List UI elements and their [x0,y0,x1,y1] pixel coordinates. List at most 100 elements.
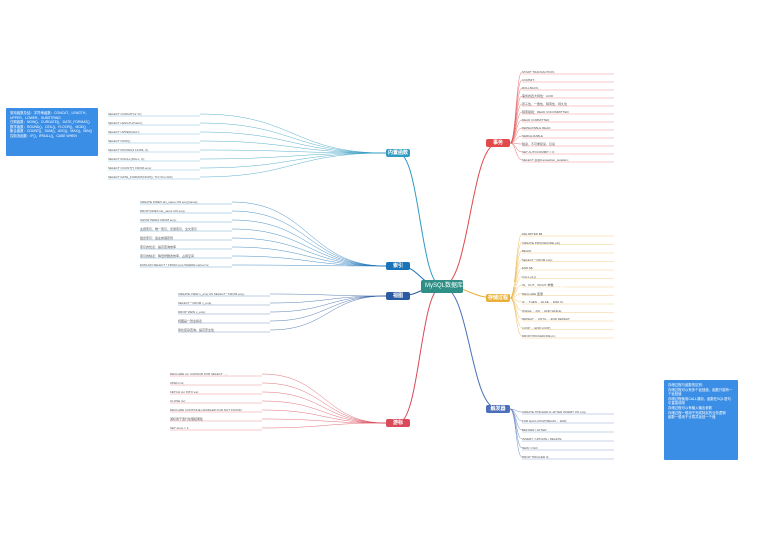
branch-functions[interactable]: 内置函数 [386,149,410,157]
transaction-leaf: SERIALIZABLE [522,134,544,138]
branch-connector [441,286,499,410]
storage-leaf: DECLARE 变量 [522,291,544,296]
storage-leaf: CALL p1(); [522,274,537,279]
leaf-connector [509,127,523,144]
leaf-connector [231,255,387,267]
branch-transaction[interactable]: 事务 [486,139,510,147]
cursor-leaf: DECLARE cur CURSOR FOR SELECT ...; [170,372,227,376]
leaf-connector [509,242,523,299]
cursor-leaf: CLOSE cur; [170,399,187,403]
leaf-connector [509,95,523,144]
info-box-line: 存储过程使用CALL调用，函数在SQL语句中直接调用 [668,396,731,406]
leaf-connector [261,400,387,424]
leaf-connector [231,264,387,267]
view-leaf: CREATE VIEW v_emp AS SELECT * FROM emp; [178,292,245,296]
branch-storage[interactable]: 存储过程 [486,294,510,302]
index-leaf: 索引的优点：提高查询效率 [140,245,177,249]
functions-leaf: SELECT DATE_FORMAT(NOW(), '%Y-%m-%d'); [108,175,174,179]
transaction-leaf: 原子性、一致性、隔离性、持久性 [522,102,568,106]
leaf-connector [231,210,387,267]
leaf-connector [509,119,523,144]
functions-leaf: SELECT IFNULL(NULL, 0); [108,157,145,161]
view-leaf: 简化复杂查询，提高安全性 [178,328,215,332]
info-box-line: 存储过程可以有多个返回值，函数只能有一个返回值 [668,387,733,397]
info-box-line: 数学函数：ROUND()、CEIL()、FLOOR()、MOD() [10,124,86,129]
info-box-line: 存储过程与函数的区别： [668,383,706,387]
info-box-line: 控制流函数：IF()、IFNULL()、CASE WHEN [10,133,77,138]
leaf-connector [231,201,387,267]
leaf-connector [509,135,523,144]
storage-leaf: BEGIN [522,249,532,253]
branch-trigger[interactable]: 触发器 [486,405,510,413]
storage-leaf: WHILE ... DO ... END WHILE; [522,308,562,313]
leaf-connector [269,295,387,304]
storage-leaf: DROP PROCEDURE p1; [522,334,556,338]
index-leaf: 索引的缺点：降低增删改效率，占用空间 [140,254,195,258]
central-topic[interactable]: MySQL数据库：函数、索引、视图、存储、存储过程 [421,280,565,293]
leaf-connector [231,228,387,267]
index-leaf: EXPLAIN SELECT * FROM emp WHERE name='a'… [140,263,210,267]
cursor-leaf: FETCH cur INTO var; [170,390,199,394]
leaf-connector [199,152,387,178]
info-box-line: 日期函数：NOW()、CURDATE()、DATE_FORMAT() [10,120,90,125]
leaf-connector [509,408,523,431]
trigger-leaf: INSERT / UPDATE / DELETE [522,437,562,441]
leaf-connector [509,103,523,144]
leaf-connector [199,131,387,154]
cursor-leaf: DECLARE CONTINUE HANDLER FOR NOT FOUND [170,408,242,412]
storage-leaf: REPEAT ... UNTIL ... END REPEAT; [522,317,571,321]
leaf-connector [269,293,387,297]
functions-leaf: SELECT ROUND(3.14159, 2); [108,148,149,152]
leaf-connector [199,152,387,160]
view-leaf: DROP VIEW v_emp; [178,310,206,314]
transaction-leaf: ROLLBACK; [522,86,539,90]
branch-view[interactable]: 视图 [386,292,410,300]
leaf-connector [261,409,387,424]
info-box-line: 存储过程可以有输入输出参数 [668,405,713,410]
storage-leaf: LOOP ... END LOOP; [522,325,551,330]
cursor-leaf: 游标用于逐行处理结果集 [170,417,204,421]
transaction-leaf: 脏读、不可重复读、幻读 [522,142,556,146]
leaf-connector [199,113,387,154]
leaf-connector [261,373,387,424]
leaf-connector [509,297,523,337]
transaction-leaf: SELECT @@transaction_isolation; [522,158,569,162]
leaf-connector [269,295,387,331]
leaf-connector [199,122,387,154]
leaf-connector [261,422,387,429]
leaf-connector [199,140,387,154]
info-box-right: 存储过程与函数的区别： 存储过程可以有多个返回值，函数只能有一个返回值 存储过程… [664,380,738,460]
leaf-connector [509,408,523,458]
transaction-leaf: COMMIT; [522,78,535,82]
leaf-connector [509,87,523,144]
branch-cursor[interactable]: 游标 [386,419,410,427]
leaf-connector [509,284,523,299]
functions-leaf: SELECT LENGTH('hello'); [108,121,143,125]
leaf-connector [509,250,523,299]
functions-leaf: SELECT UPPER('abc'); [108,130,140,134]
trigger-leaf: FOR EACH ROW BEGIN ... END; [522,419,568,423]
functions-leaf: SELECT CONCAT('a','b'); [108,112,143,116]
leaf-connector [509,297,523,328]
transaction-leaf: READ COMMITTED [522,118,550,122]
leaf-connector [509,267,523,299]
trigger-leaf: CREATE TRIGGER t1 AFTER INSERT ON emp [522,410,586,414]
index-leaf: 主键索引、唯一索引、普通索引、全文索引 [140,227,198,231]
index-leaf: CREATE INDEX idx_name ON emp(name); [140,200,199,204]
leaf-connector [261,391,387,424]
leaf-connector [509,142,523,153]
transaction-leaf: 隔离级别：READ UNCOMMITTED [522,110,569,114]
transaction-leaf: 事务的四大特性：ACID [522,94,554,98]
leaf-connector [269,295,387,313]
storage-leaf: IF ... THEN ... ELSE ... END IF; [522,300,564,304]
trigger-leaf: BEFORE / AFTER [522,428,547,432]
functions-leaf: SELECT COUNT(*) FROM emp; [108,166,152,170]
leaf-connector [261,382,387,424]
storage-leaf: IN、OUT、INOUT 参数 [522,283,554,287]
info-box-line: 函数一般用于计算并返回一个值 [668,415,716,420]
functions-leaf: SELECT NOW(); [108,139,131,143]
branch-index[interactable]: 索引 [386,262,410,270]
leaf-connector [509,276,523,299]
leaf-connector [509,259,523,299]
